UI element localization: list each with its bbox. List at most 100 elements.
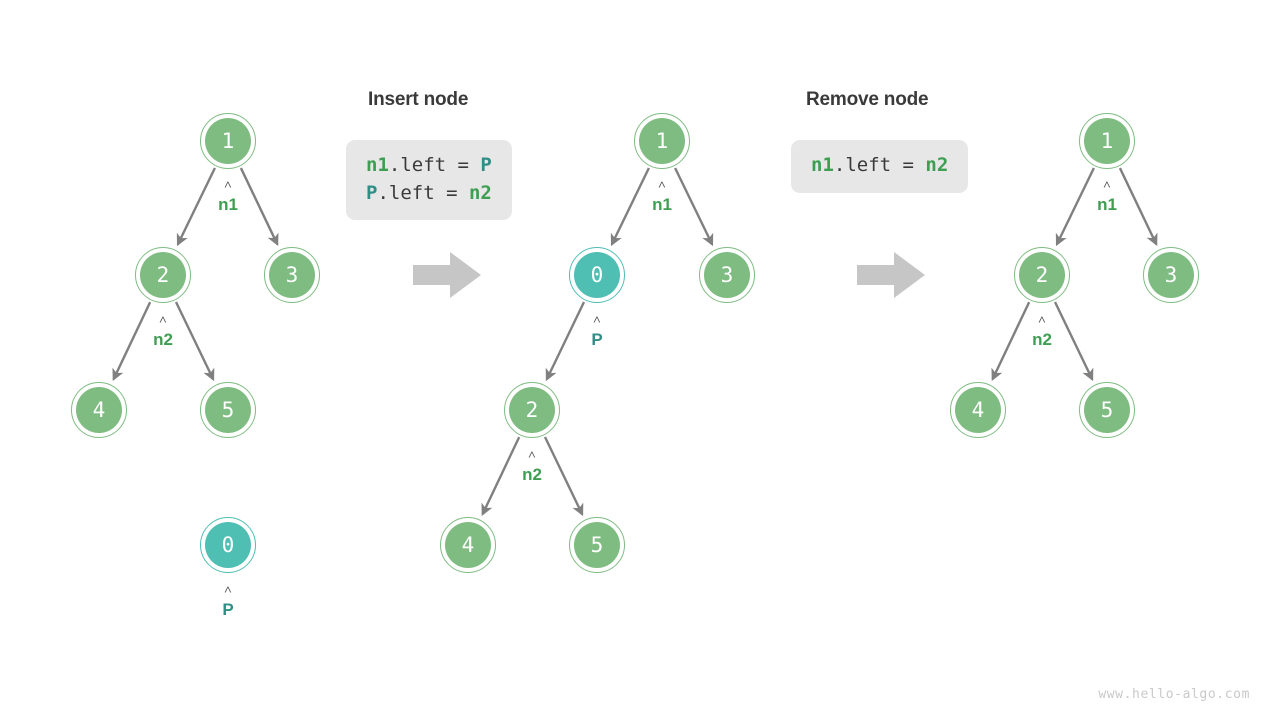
node-fill: 0 [574, 252, 620, 298]
tree-node-insert-0[interactable]: 0 [569, 247, 625, 303]
node-fill: 5 [205, 387, 251, 433]
tree-node-remove-1[interactable]: 1 [1079, 113, 1135, 169]
code-token-ptr: P [366, 181, 378, 204]
tree-edge [1055, 167, 1095, 247]
tree-edge [543, 436, 584, 517]
pointer-label-text: n1 [652, 195, 672, 214]
caret-up-icon: ˄ [1038, 313, 1046, 328]
caret-up-icon: ˄ [159, 313, 167, 328]
pointer-label-insert-n1: ˄ n1 [652, 178, 672, 214]
caret-up-icon: ˄ [1103, 178, 1111, 193]
pointer-label-insert-P: ˄P [591, 313, 603, 349]
pointer-label-text: n2 [153, 330, 173, 349]
code-line: P.left = n2 [366, 180, 492, 208]
node-fill: 4 [955, 387, 1001, 433]
tree-edge [481, 436, 521, 517]
node-value: 5 [1100, 397, 1114, 422]
node-fill: 1 [1084, 118, 1130, 164]
step-arrows [413, 252, 925, 298]
tree-node-before-3[interactable]: 3 [264, 247, 320, 303]
node-fill: 2 [509, 387, 555, 433]
tree-node-before-4[interactable]: 4 [71, 382, 127, 438]
node-value: 1 [1100, 128, 1114, 153]
node-fill: 2 [1019, 252, 1065, 298]
node-fill: 5 [1084, 387, 1130, 433]
tree-node-before-2[interactable]: 2 [135, 247, 191, 303]
tree-node-remove-5[interactable]: 5 [1079, 382, 1135, 438]
code-token-var: n2 [468, 181, 492, 204]
node-fill: 3 [704, 252, 750, 298]
tree-edge [239, 167, 279, 247]
pointer-label-before-n2: ˄ n2 [153, 313, 173, 349]
tree-node-insert-1[interactable]: 1 [634, 113, 690, 169]
node-value: 2 [1035, 262, 1049, 287]
caret-up-icon: ˄ [224, 178, 232, 193]
tree-node-insert-3[interactable]: 3 [699, 247, 755, 303]
node-value: 0 [590, 262, 604, 287]
tree-edges [112, 167, 1158, 517]
tree-node-insert-4[interactable]: 4 [440, 517, 496, 573]
tree-edge [545, 301, 586, 382]
code-token-plain: .left = [388, 154, 481, 176]
caret-up-icon: ˄ [593, 313, 601, 328]
node-value: 4 [971, 397, 985, 422]
code-token-ptr: P [480, 154, 492, 176]
node-fill: 1 [639, 118, 685, 164]
pointer-label-remove-n2: ˄n2 [1032, 313, 1052, 349]
node-value: 3 [285, 262, 299, 287]
node-fill: 4 [445, 522, 491, 568]
code-line: n1.left = P [366, 152, 492, 180]
code-token-var: n1 [366, 154, 389, 176]
tree-node-before-1[interactable]: 1 [200, 113, 256, 169]
tree-edge [112, 301, 152, 382]
node-fill: 4 [76, 387, 122, 433]
pointer-label-before-n1: ˄n1 [218, 178, 238, 214]
node-fill: 1 [205, 118, 251, 164]
node-value: 3 [720, 262, 734, 287]
tree-node-before-0[interactable]: 0 [200, 517, 256, 573]
node-value: 3 [1164, 262, 1178, 287]
code-token-var: n2 [925, 154, 949, 176]
pointer-label-before-P: ˄P [222, 584, 234, 619]
caret-up-icon: ˄ [528, 448, 536, 463]
node-value: 5 [590, 532, 604, 557]
node-fill: 5 [574, 522, 620, 568]
node-value: 0 [221, 532, 235, 557]
node-value: 2 [156, 262, 170, 287]
tree-edge [1118, 167, 1158, 247]
tree-node-insert-5[interactable]: 5 [569, 517, 625, 573]
node-value: 5 [221, 397, 235, 422]
caret-up-icon: ˄ [658, 178, 666, 193]
code-token-plain: .left = [833, 154, 926, 176]
pointer-label-text: P [591, 330, 603, 349]
code-box-remove: n1.left = n2 [791, 140, 969, 193]
node-fill: 3 [1148, 252, 1194, 298]
tree-node-remove-2[interactable]: 2 [1014, 247, 1070, 303]
tree-edge [991, 301, 1031, 382]
step-arrow-2 [857, 252, 925, 298]
node-value: 4 [92, 397, 106, 422]
tree-node-remove-4[interactable]: 4 [950, 382, 1006, 438]
node-fill: 0 [205, 522, 251, 568]
pointer-label-text: P [222, 600, 234, 619]
tree-edge [174, 301, 215, 382]
tree-node-before-5[interactable]: 5 [200, 382, 256, 438]
tree-node-insert-2[interactable]: 2 [504, 382, 560, 438]
node-fill: 3 [269, 252, 315, 298]
node-value: 1 [655, 128, 669, 153]
pointer-label-remove-n1: ˄ n1 [1097, 178, 1117, 214]
pointer-label-text: n2 [522, 465, 542, 484]
tree-edge [674, 167, 714, 247]
tree-edge [1053, 301, 1094, 382]
panel-title-remove: Remove node [806, 89, 929, 110]
tree-edge [610, 167, 650, 247]
pointer-label-text: n1 [1097, 195, 1117, 214]
node-value: 4 [461, 532, 475, 557]
tree-edge [176, 167, 216, 247]
pointer-label-insert-n2: ˄ n2 [522, 448, 542, 484]
tree-node-remove-3[interactable]: 3 [1143, 247, 1199, 303]
code-token-plain: .left = [377, 181, 469, 204]
